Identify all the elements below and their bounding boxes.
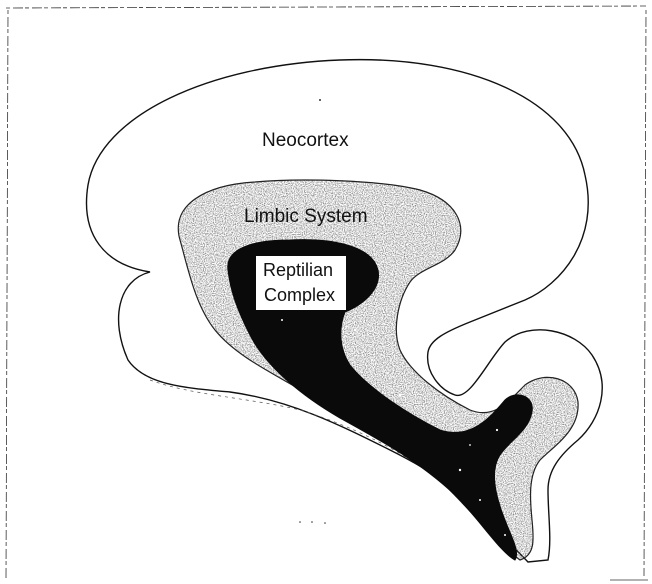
- reptilian-complex-label-line2: Complex: [264, 285, 335, 305]
- neocortex-label: Neocortex: [262, 130, 349, 151]
- reptilian-complex-label-line1: Reptilian: [263, 260, 333, 280]
- limbic-system-label: Limbic System: [244, 206, 368, 227]
- limbic-system-region: [178, 180, 578, 560]
